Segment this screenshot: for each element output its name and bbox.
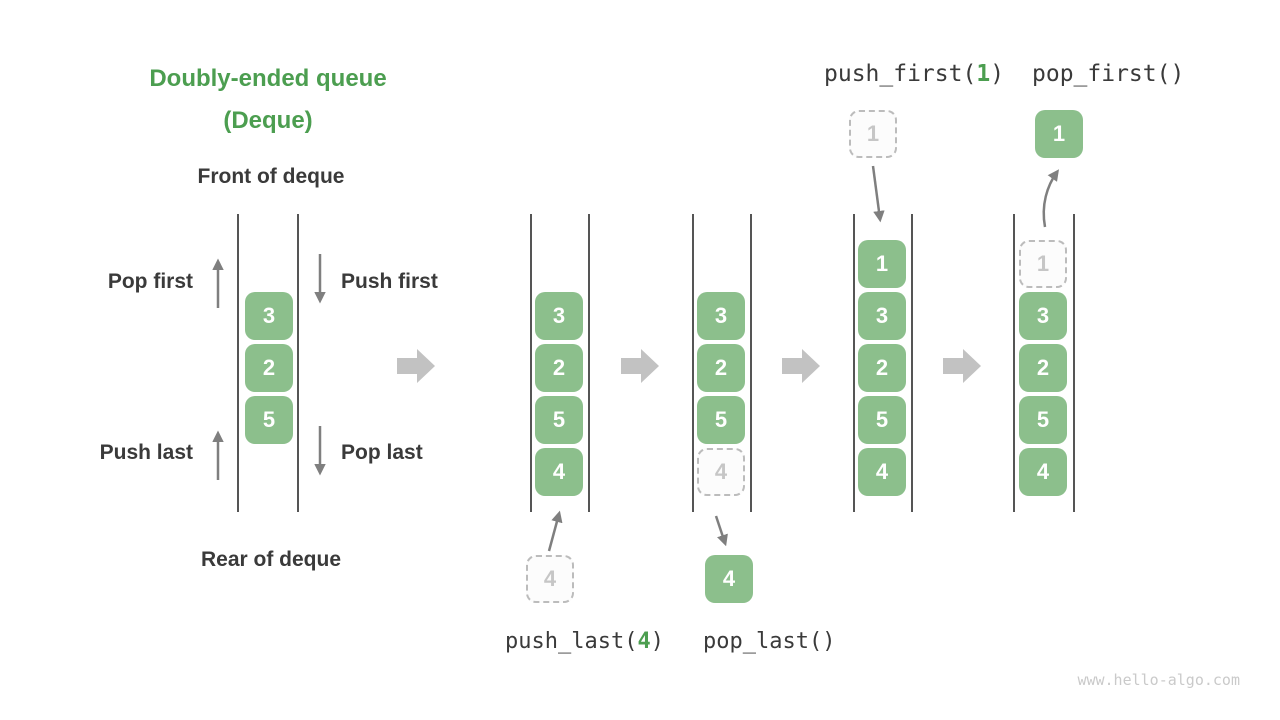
state3-cell: 3 (858, 292, 906, 340)
transition-arrow-2 (621, 349, 659, 383)
push-last-code-pre: push_last( (505, 629, 638, 654)
front-of-deque-label: Front of deque (197, 165, 345, 188)
state3-cell: 5 (858, 396, 906, 444)
state4-ghost-cell: 1 (1019, 240, 1067, 288)
state4-cell: 5 (1019, 396, 1067, 444)
pop-last-removed-cell: 4 (705, 555, 753, 603)
transition-arrow-4 (943, 349, 981, 383)
state2-right-wall (750, 214, 752, 512)
state3-right-wall (911, 214, 913, 512)
transition-arrow-3 (782, 349, 820, 383)
state2-cell: 2 (697, 344, 745, 392)
state1-cell: 2 (535, 344, 583, 392)
state2-ghost-cell: 4 (697, 448, 745, 496)
state4-left-wall (1013, 214, 1015, 512)
example-cell: 5 (245, 396, 293, 444)
state1-right-wall (588, 214, 590, 512)
pop-first-code-label: pop_first() (1032, 61, 1185, 87)
push-last-label: Push last (99, 441, 193, 464)
rear-of-deque-label: Rear of deque (200, 548, 342, 571)
watermark: www.hello-algo.com (1077, 671, 1240, 689)
state1-cell: 5 (535, 396, 583, 444)
example-deque-left-wall (237, 214, 239, 512)
state3-cell: 1 (858, 240, 906, 288)
state3-cell: 4 (858, 448, 906, 496)
transition-arrow-1 (397, 349, 435, 383)
state4-cell: 3 (1019, 292, 1067, 340)
pop-first-removed-cell: 1 (1035, 110, 1083, 158)
state1-cell: 4 (535, 448, 583, 496)
pop-last-remove-arrow (714, 515, 728, 547)
push-last-code-post: ) (650, 629, 664, 654)
title-line-1: Doubly-ended queue (149, 65, 387, 92)
push-first-incoming-cell: 1 (849, 110, 897, 158)
push-last-incoming-cell: 4 (526, 555, 574, 603)
push-first-label: Push first (341, 270, 438, 293)
title-line-2: (Deque) (223, 107, 313, 134)
state1-left-wall (530, 214, 532, 512)
pop-last-code-label: pop_last() (703, 629, 836, 654)
state4-right-wall (1073, 214, 1075, 512)
page-title: Doubly-ended queue (Deque) (118, 58, 418, 142)
push-last-code-label: push_last(4) (505, 629, 664, 654)
state2-cell: 3 (697, 292, 745, 340)
example-cell: 2 (245, 344, 293, 392)
pop-first-remove-arrow (1042, 169, 1060, 228)
state4-cell: 2 (1019, 344, 1067, 392)
example-deque-right-wall (297, 214, 299, 512)
pop-first-label: Pop first (107, 270, 193, 293)
state4-cell: 4 (1019, 448, 1067, 496)
state2-cell: 5 (697, 396, 745, 444)
push-first-code-label: push_first(1) (824, 61, 1004, 87)
state3-left-wall (853, 214, 855, 512)
push-first-code-pre: push_first( (824, 61, 977, 87)
push-first-insert-arrow (871, 165, 885, 223)
state1-cell: 3 (535, 292, 583, 340)
example-cell: 3 (245, 292, 293, 340)
state3-cell: 2 (858, 344, 906, 392)
push-last-code-arg: 4 (637, 629, 651, 654)
push-first-code-post: ) (990, 61, 1005, 87)
push-last-insert-arrow (547, 510, 563, 552)
push-first-code-arg: 1 (976, 61, 991, 87)
state2-left-wall (692, 214, 694, 512)
pop-last-label: Pop last (341, 441, 423, 464)
